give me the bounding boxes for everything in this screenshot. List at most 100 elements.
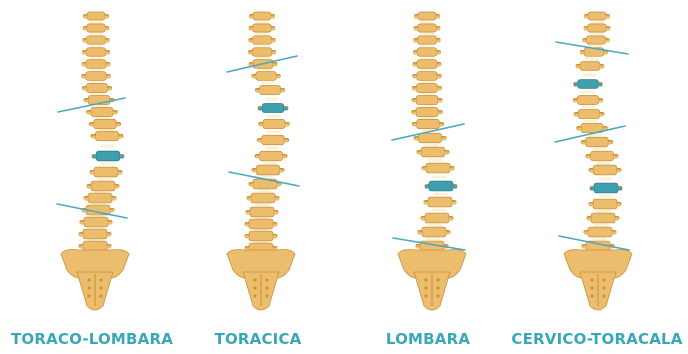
vertebra [87,24,106,32]
vertebra-knob [414,137,418,140]
vertebra-knob [606,27,610,30]
vertebra-knob [118,171,122,174]
vertebra-knob [248,51,252,54]
sacrum-foramen [436,294,439,297]
vertebra-knob [412,99,416,102]
vertebra-knob [252,75,256,78]
intervertebral-disc [425,144,439,147]
intervertebral-disc [420,33,434,36]
vertebra-knob [82,63,86,66]
vertebra [86,48,106,56]
vertebra-knob [436,27,440,30]
vertebra [591,213,615,223]
vertebra-knob [82,39,86,42]
vertebra-knob [424,201,428,204]
vertebra-knob [412,111,416,114]
vertebra-knob [446,231,450,234]
spine-lombara [392,12,466,310]
intervertebral-disc [261,82,275,85]
sacrum-foramen [424,294,427,297]
intervertebral-disc [426,238,440,241]
vertebra [249,231,273,241]
vertebra-knob [273,63,277,66]
vertebra [428,197,452,207]
intervertebral-disc [597,162,611,165]
vertebra-knob [284,107,288,110]
sacrum-foramen [590,286,593,289]
vertebra [593,165,617,175]
intervertebral-disc [267,131,281,134]
vertebra-knob [412,87,416,90]
vertebra-knob [449,217,453,220]
vertebra [253,24,272,32]
vertebra-knob [105,15,109,18]
vertebra-knob [107,87,111,90]
vertebra [588,12,606,20]
apex-vertebra [429,181,453,191]
vertebra-knob [612,231,616,234]
vertebra-knob [105,27,109,30]
vertebra-knob [247,197,251,200]
sacrum-foramen [99,294,102,297]
vertebra-knob [421,217,425,220]
vertebra-knob [245,235,249,238]
vertebra-knob [277,183,281,186]
intervertebral-disc [258,69,272,72]
vertebra [87,36,106,44]
vertebra-knob [414,15,418,18]
intervertebral-disc [256,204,270,207]
vertebra [84,217,108,227]
vertebra-knob [84,197,88,200]
vertebra-knob [110,209,114,212]
intervertebral-disc [256,57,270,60]
sacrum-foramen [265,294,268,297]
vertebra-knob [584,15,588,18]
vertebra-knob [582,141,586,144]
vertebra-knob [598,83,602,86]
vertebra [86,72,107,81]
intervertebral-disc [429,224,443,227]
vertebra-knob [79,245,83,248]
vertebra-knob [576,65,580,68]
vertebra [417,48,437,56]
intervertebral-disc [89,21,103,24]
vertebra-knob [271,27,275,30]
vertebra-knob [271,39,275,42]
vertebra [91,181,115,191]
vertebra-knob [416,245,420,248]
vertebra-knob [272,51,276,54]
vertebra [422,227,446,237]
vertebra-knob [584,27,588,30]
vertebra [256,165,280,175]
vertebra-knob [618,187,622,190]
intervertebral-disc [420,69,434,72]
intervertebral-disc [432,209,446,212]
vertebra [260,86,281,95]
vertebra [578,96,599,105]
vertebra-knob [586,155,590,158]
intervertebral-disc [257,190,271,193]
vertebra-knob [284,139,288,142]
vertebra-knob [436,15,440,18]
vertebra [94,119,117,128]
vertebra [418,12,436,20]
vertebra-knob [249,15,253,18]
vertebra-knob [246,211,250,214]
intervertebral-disc [98,178,112,181]
vertebra [587,36,606,44]
vertebra-knob [282,155,286,158]
vertebra [418,24,437,32]
vertebra-knob [271,15,275,18]
vertebra-knob [413,63,417,66]
vertebra [417,60,437,69]
sacrum-foramen [99,278,102,281]
label-cervico-toracala: CERVICO-TORACALA [511,329,682,349]
apex-vertebra [578,80,599,89]
intervertebral-disc [434,193,448,196]
vertebra [591,151,614,161]
vertebra-knob [274,211,278,214]
vertebra [250,207,274,217]
vertebra-knob [439,123,443,126]
intervertebral-disc [101,145,115,148]
